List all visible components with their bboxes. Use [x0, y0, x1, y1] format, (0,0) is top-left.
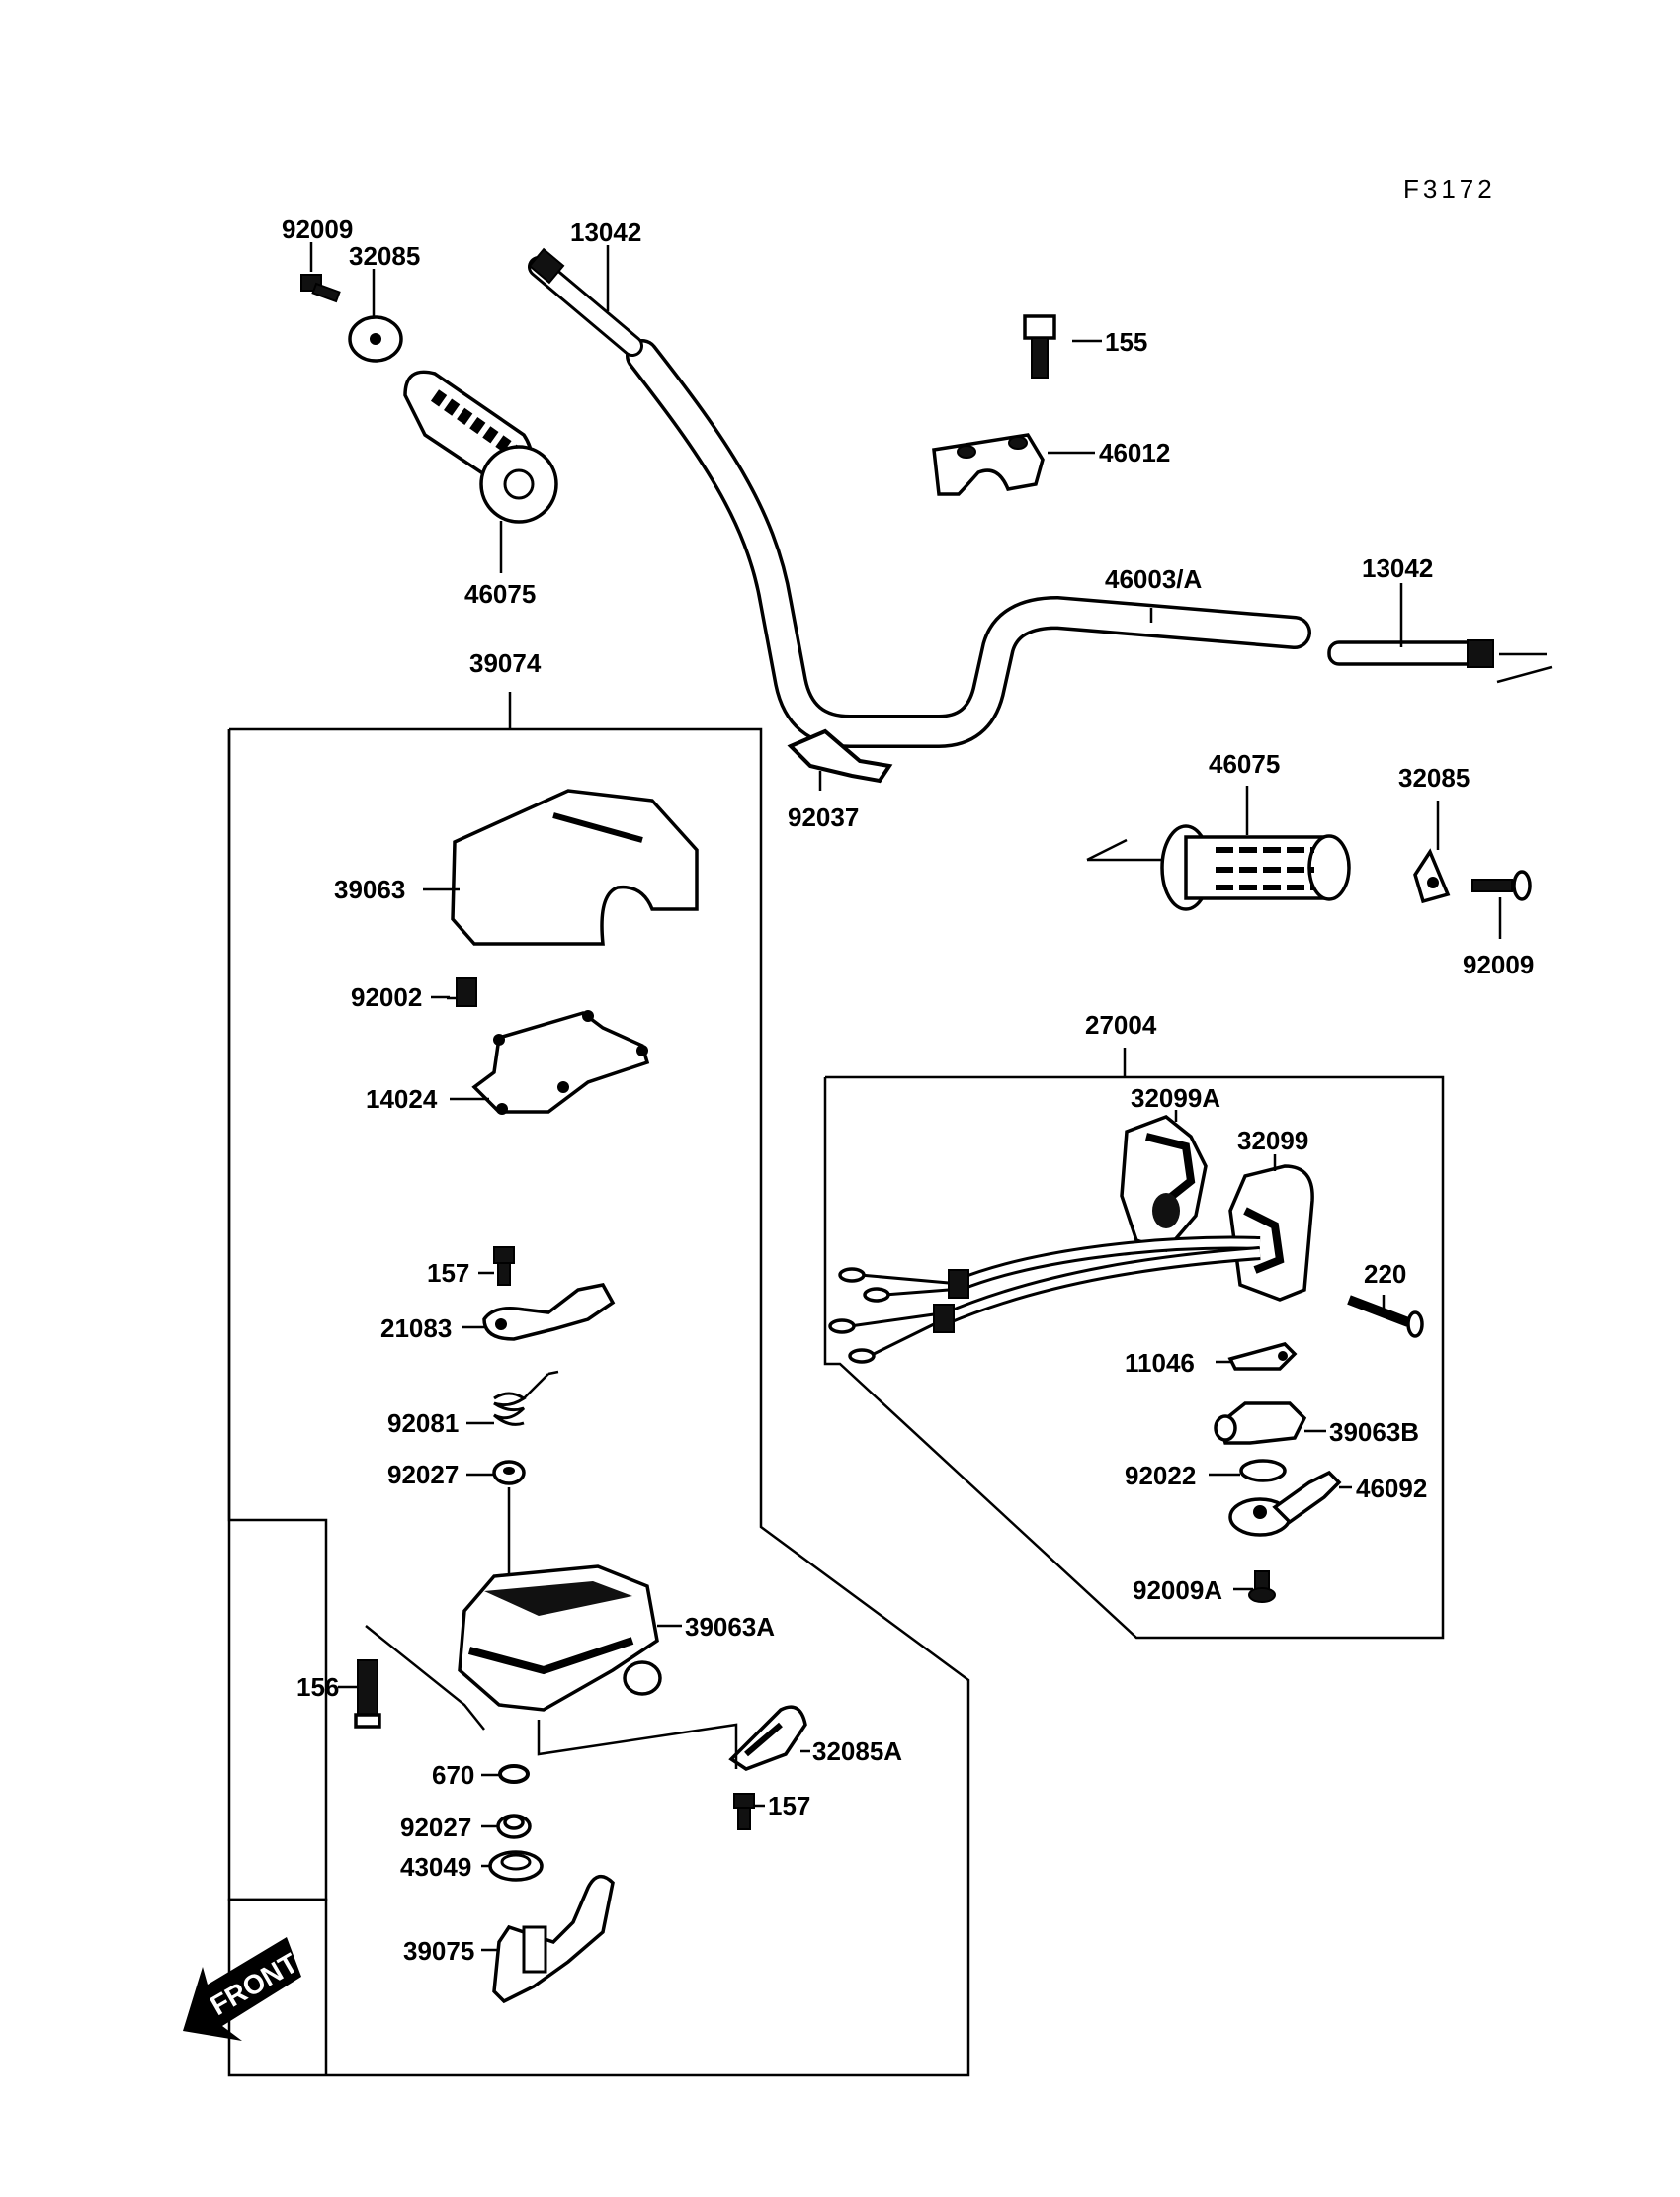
label-46003: 46003/A	[1105, 564, 1203, 594]
throttle-assembly-box-39074	[227, 727, 970, 2077]
figure-code: F3172	[1403, 174, 1496, 204]
lever-46092	[1228, 1470, 1342, 1537]
label-39063: 39063	[334, 875, 405, 904]
switch-housing-32099A	[1120, 1115, 1208, 1253]
label-46075-left: 46075	[464, 579, 536, 609]
throttle-cover-39063	[451, 789, 699, 946]
screw-92002	[447, 977, 477, 1007]
label-39063A: 39063A	[685, 1612, 775, 1642]
front-arrow: FRONT	[183, 1937, 303, 2041]
label-156: 156	[296, 1672, 339, 1702]
switch-housing-32099	[1228, 1164, 1314, 1302]
label-39074: 39074	[469, 648, 542, 678]
retainer-32085A	[728, 1705, 807, 1771]
throttle-case-39063A	[458, 1564, 662, 1712]
screw-157-lower	[733, 1793, 755, 1830]
leader-lines	[309, 242, 1502, 1952]
label-92081: 92081	[387, 1408, 459, 1438]
part-labels: 92009 32085 13042 155 46012 46075 46003/…	[282, 214, 1534, 1966]
label-92027-lower: 92027	[400, 1813, 471, 1842]
switch-wiring	[828, 1235, 1261, 1364]
screw-157-upper	[493, 1246, 515, 1286]
label-32099: 32099	[1237, 1126, 1308, 1155]
switch-assembly-box-27004	[823, 1075, 1445, 1640]
label-92009A: 92009A	[1133, 1575, 1222, 1605]
label-92022: 92022	[1125, 1461, 1196, 1490]
grip-46075-left	[403, 370, 558, 524]
grip-46075-right	[1086, 824, 1351, 911]
screw-220	[1347, 1295, 1424, 1338]
label-32099A: 32099A	[1131, 1083, 1220, 1113]
label-46012: 46012	[1099, 438, 1170, 467]
handlebar-46003	[626, 339, 1311, 748]
spring-92081	[493, 1370, 559, 1426]
label-92027-upper: 92027	[387, 1460, 459, 1489]
screw-156	[354, 1659, 381, 1729]
label-32085A: 32085A	[812, 1736, 902, 1766]
label-11046: 11046	[1125, 1348, 1195, 1378]
grip-end-32085-right	[1413, 848, 1451, 904]
clamp-39063B	[1214, 1401, 1307, 1445]
grip-end-32085-left	[348, 315, 403, 363]
o-ring-670	[498, 1764, 530, 1784]
label-155: 155	[1105, 327, 1147, 357]
label-157-upper: 157	[427, 1258, 469, 1288]
label-21083: 21083	[380, 1313, 452, 1343]
label-32085-left: 32085	[349, 241, 420, 271]
label-39075: 39075	[403, 1936, 474, 1966]
label-46075-right: 46075	[1209, 749, 1280, 779]
washer-92022	[1239, 1459, 1287, 1482]
label-46092: 46092	[1356, 1474, 1427, 1503]
label-92002: 92002	[351, 982, 422, 1012]
washer-92027-lower	[496, 1814, 532, 1839]
throttle-lever-39075	[492, 1874, 615, 2004]
screw-92009-left	[300, 274, 341, 303]
label-92009-right: 92009	[1463, 950, 1534, 979]
label-220: 220	[1364, 1259, 1406, 1289]
bracket-11046	[1227, 1342, 1298, 1371]
screw-92009-right	[1471, 870, 1532, 901]
label-43049: 43049	[400, 1852, 471, 1882]
plate-21083	[482, 1283, 616, 1341]
clamp-46012	[932, 433, 1045, 496]
label-92009-left: 92009	[282, 214, 353, 244]
clip-92037	[787, 728, 893, 784]
label-13042-left: 13042	[570, 217, 641, 247]
label-27004: 27004	[1085, 1010, 1157, 1040]
label-670: 670	[432, 1760, 474, 1790]
screw-92009A	[1248, 1570, 1276, 1603]
gasket-14024	[471, 1010, 650, 1115]
bar-insert-13042-left	[528, 247, 643, 357]
label-39063B: 39063B	[1329, 1417, 1419, 1447]
label-32085-right: 32085	[1398, 763, 1470, 793]
collar-43049	[488, 1850, 544, 1882]
label-92037: 92037	[788, 803, 859, 832]
label-14024: 14024	[366, 1084, 438, 1114]
washer-92027-upper	[492, 1460, 526, 1485]
bar-insert-13042-right	[1327, 639, 1553, 684]
label-13042-right: 13042	[1362, 553, 1433, 583]
bolt-155	[1023, 314, 1056, 379]
label-157-lower: 157	[768, 1791, 810, 1820]
